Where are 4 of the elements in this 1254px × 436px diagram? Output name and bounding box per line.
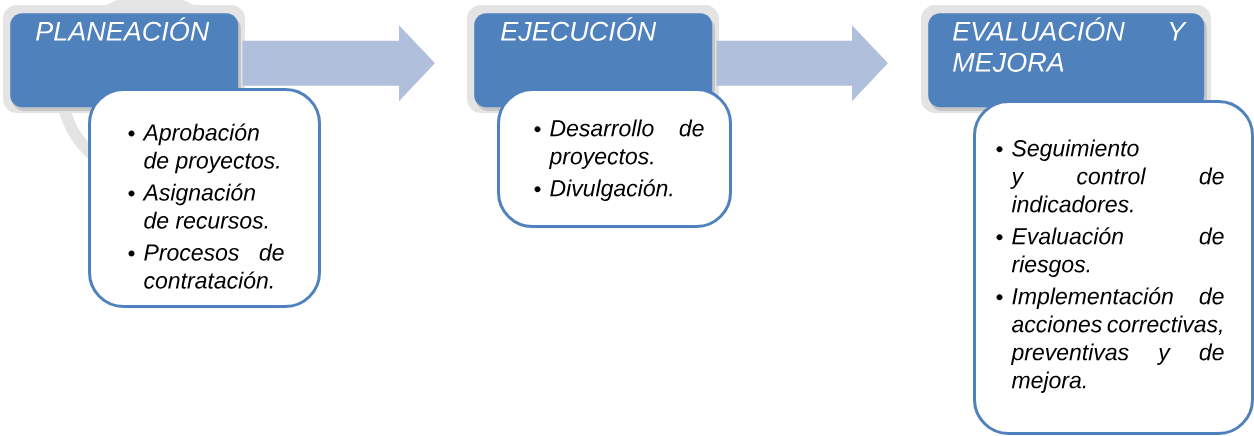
list-box: Aprobación de proyectos. Asignación de recursos. Procesos de contratación. (88, 88, 321, 308)
list-box: Seguimiento y control de indicadores. Evaluación de riesgos. Implementación de acciones correctivas, preventivas y de mejora. (973, 100, 1254, 435)
list-box: Desarrollo de proyectos. Divulgación. (497, 88, 732, 228)
header-box: EVALUACIÓN Y MEJORA (921, 5, 1211, 113)
